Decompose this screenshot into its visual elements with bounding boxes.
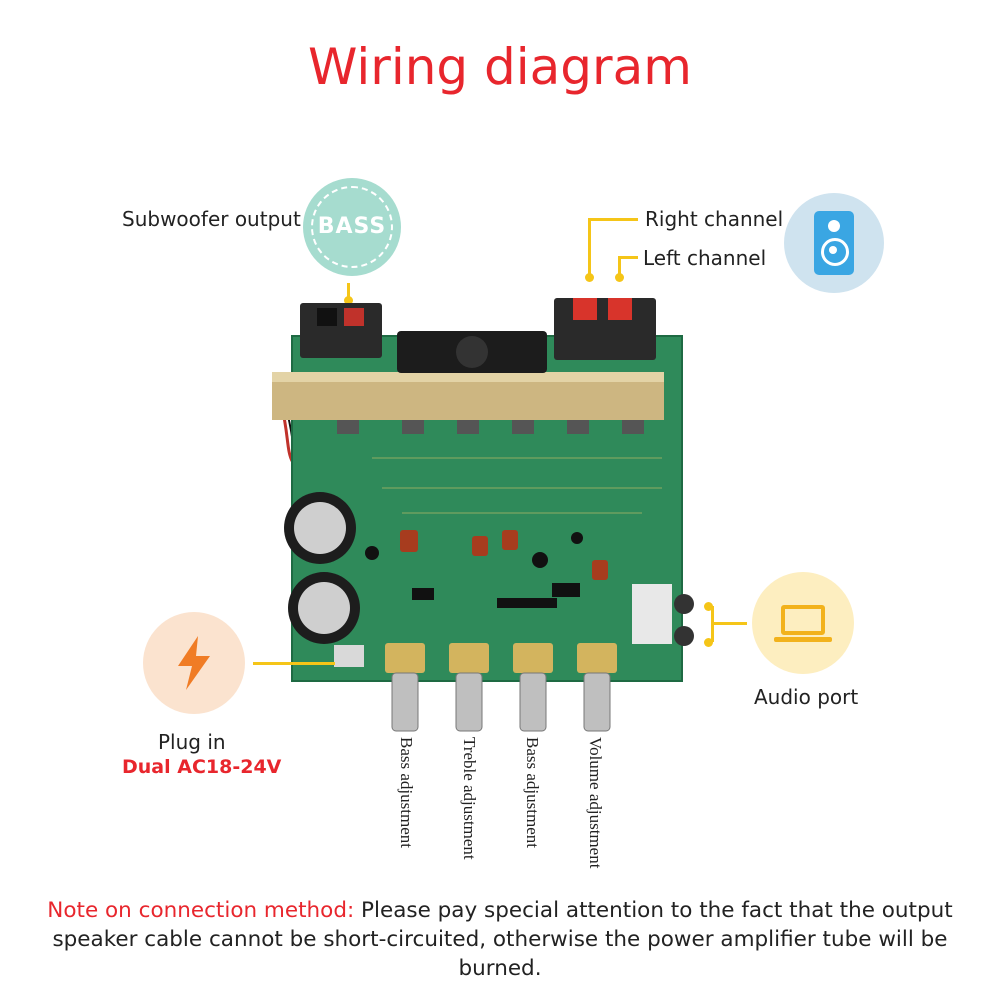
knob-label-4: Volume adjustment: [586, 737, 605, 869]
laptop-icon: [752, 572, 854, 674]
subwoofer-output-label: Subwoofer output: [122, 207, 301, 231]
right-channel-dot: [585, 273, 594, 282]
right-channel-line-v: [588, 218, 591, 275]
speaker-icon: [784, 193, 884, 293]
lightning-icon: [143, 612, 245, 714]
plug-in-label: Plug in: [158, 730, 226, 754]
amplifier-board: [272, 298, 694, 732]
right-channel-line-h: [588, 218, 638, 221]
power-connector-line: [253, 662, 335, 665]
audio-port-dot-bottom: [704, 638, 713, 647]
power-spec-label: Dual AC18-24V: [122, 756, 282, 778]
connection-note: Note on connection method: Please pay sp…: [30, 896, 970, 983]
subwoofer-connector-dot: [344, 296, 353, 305]
left-channel-label: Left channel: [643, 246, 767, 270]
subwoofer-connector-line: [347, 283, 350, 301]
audio-port-dot-top: [704, 602, 713, 611]
knob-label-3: Bass adjustment: [523, 737, 542, 848]
left-channel-line-v: [618, 256, 621, 276]
audio-port-label: Audio port: [754, 685, 859, 709]
bass-badge-text: BASS: [317, 214, 387, 239]
note-prefix: Note on connection method:: [47, 898, 355, 923]
bass-badge-icon: BASS: [303, 178, 401, 276]
audio-port-line-h: [711, 622, 747, 625]
diagram-title: Wiring diagram: [308, 38, 692, 96]
left-channel-line-h: [618, 256, 638, 259]
knob-label-2: Treble adjustment: [460, 737, 479, 860]
right-channel-label: Right channel: [645, 207, 784, 231]
left-channel-dot: [615, 273, 624, 282]
note-text: Please pay special attention to the fact…: [52, 898, 953, 981]
knob-label-1: Bass adjustment: [397, 737, 416, 848]
